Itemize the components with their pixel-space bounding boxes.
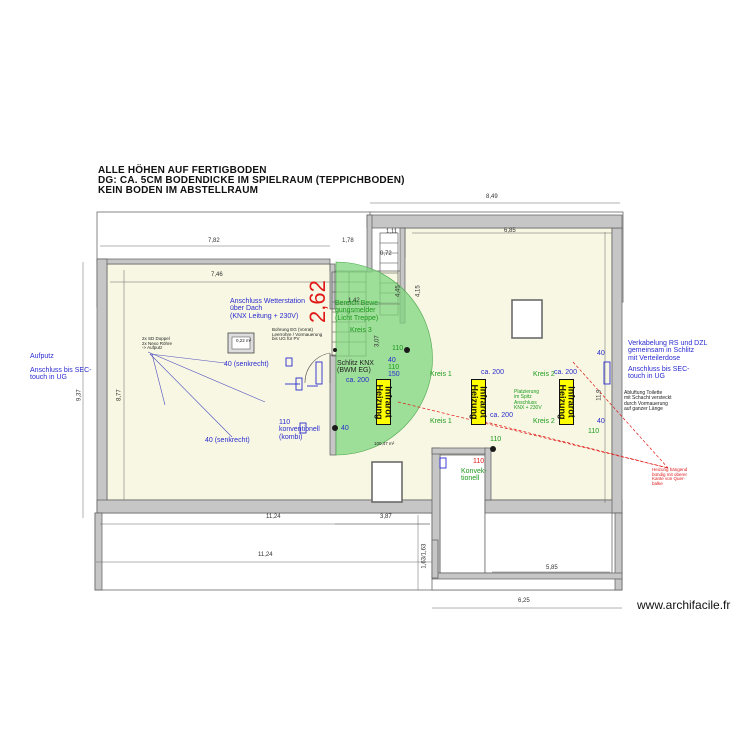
dim-top-right: 8,49	[486, 194, 498, 200]
heater-label-1: Infrarot Heizung	[374, 384, 394, 420]
chimney-area: 0,22 m²	[236, 338, 252, 343]
header-line-1: ALLE HÖHEN AUF FERTIGBODEN	[98, 165, 267, 176]
wall-thick	[94, 214, 623, 591]
heater-label-3: Infrarot Heizung	[557, 384, 577, 420]
dim-178: 1,78	[342, 238, 354, 244]
height-150: 150	[388, 371, 400, 378]
kreis-2-b: Kreis 2	[533, 418, 555, 425]
dim-left-outer: 9,37	[76, 389, 83, 401]
dim-right-inner: 6,85	[504, 228, 516, 234]
dim-111: 1,11	[386, 229, 398, 235]
dim-stair-height-a: 4,45	[395, 285, 402, 297]
dim-163: 1,63/1,63	[421, 543, 428, 569]
bohrung-note: Bohrung EG (Vorrat) Leerrohre / Vormauer…	[272, 327, 323, 342]
height-110-e: 110	[588, 428, 600, 435]
ceiling-height-label: 2,62	[304, 280, 330, 323]
sd-leader-lines	[147, 351, 266, 438]
height-40-d: 40	[597, 418, 605, 425]
ca200-a: ca. 200	[346, 377, 369, 384]
bereich-bewegungsmelder: Bereich Bewe- gungsmelder (Licht Treppe)	[335, 300, 381, 322]
dim-stair-height-b: 4,15	[415, 285, 422, 297]
anschluss-left-note: Anschluss bis SEC- touch in UG	[30, 367, 92, 382]
header-line-3: KEIN BODEN IM ABSTELLRAUM	[98, 185, 259, 196]
kreis-2-a: Kreis 2	[533, 371, 555, 378]
wetterstation-note: Anschluss Wetterstation über Dach (KNX L…	[230, 298, 305, 320]
dim-right-height: 11,9	[596, 389, 603, 401]
infrarot-heizung-1: Infrarot Heizung	[374, 379, 394, 425]
dim-stair-small: 3,07	[374, 335, 381, 347]
aufputz-note: Aufputz	[30, 353, 54, 360]
senkrecht-1: 40 (senkrecht)	[224, 361, 269, 368]
dim-right-bottom-inner: 5,85	[546, 565, 558, 571]
skylights	[371, 299, 543, 503]
dim-right-bottom-outer: 6,25	[518, 598, 530, 604]
schlitz-knx: Schlitz KNX (BWM EG)	[337, 360, 374, 375]
heater-label-2: Infrarot Heizung	[469, 384, 489, 420]
dim-072: 0,72	[380, 251, 392, 257]
electrical-symbols	[285, 357, 611, 469]
room-area: 100,47 m²	[374, 441, 395, 446]
senkrecht-2: 40 (senkrecht)	[205, 437, 250, 444]
konvektionell-label: Konvek- tionell	[461, 468, 487, 483]
sockets	[332, 347, 496, 452]
door-swing	[304, 352, 331, 384]
dimension-lines	[82, 202, 622, 609]
note-leader-lines	[397, 361, 669, 469]
ca200-c: ca. 200	[490, 412, 513, 419]
sd-doppel-note: 2x SD Doppel 2x Nexo Röhre -> Aufputz	[142, 336, 173, 351]
ca200-d: ca. 200	[554, 369, 577, 376]
dim-stair-width: 1,42	[348, 298, 360, 304]
height-110-a: 110	[392, 345, 404, 352]
height-40-b: 40	[388, 357, 396, 364]
kreis-1-a: Kreis 1	[430, 371, 452, 378]
dim-left-inner: 8,77	[116, 389, 123, 401]
dim-bottom-outer: 11,24	[258, 552, 273, 558]
anschluss-right-note: Anschluss bis SEC- touch in UG	[628, 366, 690, 381]
height-110-c: 110	[490, 436, 502, 443]
header-line-2: DG: CA. 5CM BODENDICKE IM SPIELRAUM (TEP…	[98, 175, 405, 186]
dim-left-top: 7,82	[208, 238, 220, 244]
konventionell-kombi: 110 konventionell (kombi)	[279, 419, 320, 441]
dim-bottom-a: 11,24	[266, 514, 281, 520]
verkabelung-note: Verkabelung RS und DZL gemeinsam in Schl…	[628, 340, 708, 362]
kreis-1-b: Kreis 1	[430, 418, 452, 425]
height-110-b: 110	[388, 364, 400, 371]
motion-detector-zone	[335, 261, 433, 456]
height-40-c: 40	[597, 350, 605, 357]
height-110-d: 110	[473, 458, 485, 465]
infrarot-heizung-2: Infrarot Heizung	[469, 379, 489, 425]
heizung-haengend-note: Heizung hängend bündig mit oberer Kante …	[652, 467, 688, 487]
ca200-b: ca. 200	[481, 369, 504, 376]
dim-inner-top: 7,46	[211, 272, 223, 278]
height-40-a: 40	[341, 425, 349, 432]
platzierung-note: Platzierung im Spitz Anschluss KNX + 230…	[514, 389, 542, 411]
infrarot-heizung-3: Infrarot Heizung	[557, 379, 577, 425]
dim-bottom-b: 3,87	[380, 514, 392, 520]
abluftung-note: Abluftung Toilette mit Schacht versteckt…	[624, 390, 672, 412]
kreis-3: Kreis 3	[350, 327, 372, 334]
watermark: www.archifacile.fr	[637, 598, 731, 612]
